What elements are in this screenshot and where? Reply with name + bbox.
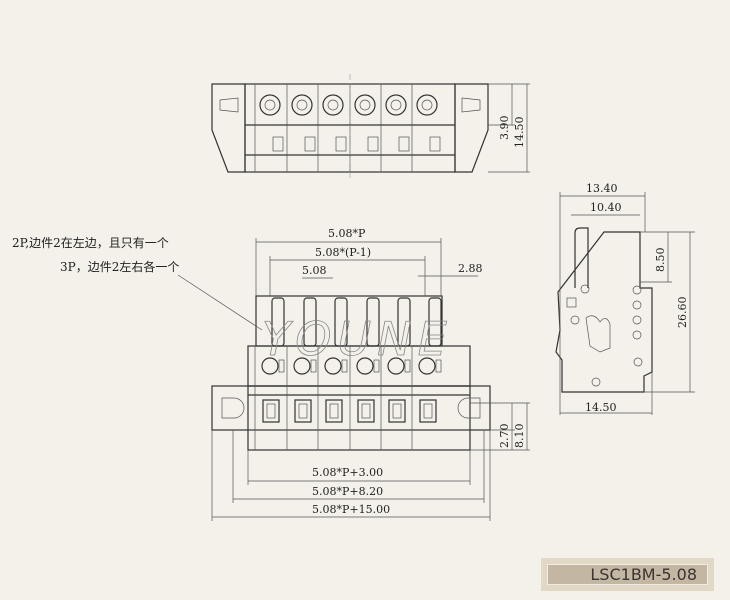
dim-width-plus-3: 5.08*P+3.00 bbox=[312, 466, 383, 479]
side-hole bbox=[633, 357, 643, 367]
slot bbox=[367, 136, 379, 152]
side-hole bbox=[591, 377, 601, 387]
front-view: 5.08*P 5.08*(P-1) 5.08 2.88 5.08*P+3.00 … bbox=[177, 227, 530, 521]
slot bbox=[398, 136, 410, 152]
screw-inner bbox=[359, 99, 371, 111]
note-3p: 3P，边件2左右各一个 bbox=[60, 260, 180, 274]
slot bbox=[272, 136, 284, 152]
side-hole bbox=[632, 285, 642, 295]
square-slot bbox=[419, 399, 437, 423]
screw-circle bbox=[259, 94, 281, 116]
square-inner bbox=[392, 403, 402, 419]
dim-h-8-10: 8.10 bbox=[513, 424, 526, 449]
dim-h-2-70: 2.70 bbox=[498, 424, 511, 449]
slot bbox=[335, 136, 347, 152]
square-inner bbox=[298, 403, 308, 419]
screw-inner bbox=[264, 99, 276, 111]
wire-slot bbox=[341, 359, 348, 373]
screw-hole bbox=[324, 357, 342, 375]
pin bbox=[366, 297, 380, 347]
pin bbox=[303, 297, 317, 347]
side-hole bbox=[632, 330, 642, 340]
model-label-box: LSC1BM-5.08 bbox=[541, 558, 714, 591]
screw-inner bbox=[421, 99, 433, 111]
slot bbox=[429, 136, 441, 152]
model-label: LSC1BM-5.08 bbox=[547, 564, 708, 585]
square-slot bbox=[388, 399, 406, 423]
pin bbox=[397, 297, 411, 347]
side-view: 13.40 10.40 8.50 26.60 14.50 bbox=[555, 182, 695, 415]
square-inner bbox=[361, 403, 371, 419]
dim-width-plus-8: 5.08*P+8.20 bbox=[312, 485, 383, 498]
side-hole bbox=[570, 315, 580, 325]
square-slot bbox=[294, 399, 312, 423]
pin bbox=[334, 297, 348, 347]
dim-10-40: 10.40 bbox=[590, 201, 622, 214]
wire-slot bbox=[404, 359, 411, 373]
pin bbox=[428, 297, 442, 347]
top-view: 3.90 14.50 bbox=[211, 74, 530, 180]
dim-26-60: 26.60 bbox=[676, 297, 689, 329]
dim-3-90: 3.90 bbox=[498, 116, 511, 141]
side-hole bbox=[632, 300, 642, 310]
wire-slot bbox=[278, 359, 285, 373]
screw-circle bbox=[385, 94, 407, 116]
side-hole bbox=[632, 315, 642, 325]
screw-inner bbox=[296, 99, 308, 111]
screw-inner bbox=[327, 99, 339, 111]
dim-width-plus-15: 5.08*P+15.00 bbox=[312, 503, 390, 516]
note-2p: 2P,边件2在左边，且只有一个 bbox=[12, 236, 169, 250]
square-slot bbox=[325, 399, 343, 423]
side-hole bbox=[580, 284, 590, 294]
dim-8-50: 8.50 bbox=[654, 248, 667, 273]
dim-13-40: 13.40 bbox=[586, 182, 618, 195]
screw-circle bbox=[354, 94, 376, 116]
dim-pitch-p: 5.08*P bbox=[328, 227, 366, 240]
pin bbox=[271, 297, 285, 347]
square-inner bbox=[329, 403, 339, 419]
screw-hole bbox=[261, 357, 279, 375]
wire-slot bbox=[435, 359, 442, 373]
wire-slot bbox=[310, 359, 317, 373]
dim-pitch: 5.08 bbox=[302, 264, 327, 277]
dim-offset: 2.88 bbox=[458, 262, 483, 275]
square-inner bbox=[423, 403, 433, 419]
screw-circle bbox=[322, 94, 344, 116]
wire-slot bbox=[373, 359, 380, 373]
screw-hole bbox=[418, 357, 436, 375]
slot bbox=[304, 136, 316, 152]
screw-circle bbox=[416, 94, 438, 116]
screw-hole bbox=[293, 357, 311, 375]
square-slot bbox=[357, 399, 375, 423]
square-slot bbox=[262, 399, 280, 423]
screw-hole bbox=[356, 357, 374, 375]
dim-pitch-p-minus-1: 5.08*(P-1) bbox=[315, 246, 371, 259]
dim-14-50-side: 14.50 bbox=[585, 401, 617, 414]
screw-hole bbox=[387, 357, 405, 375]
screw-inner bbox=[390, 99, 402, 111]
watermark: YOUNE bbox=[262, 312, 453, 366]
square-inner bbox=[266, 403, 276, 419]
screw-circle bbox=[291, 94, 313, 116]
dim-14-50: 14.50 bbox=[513, 117, 526, 149]
